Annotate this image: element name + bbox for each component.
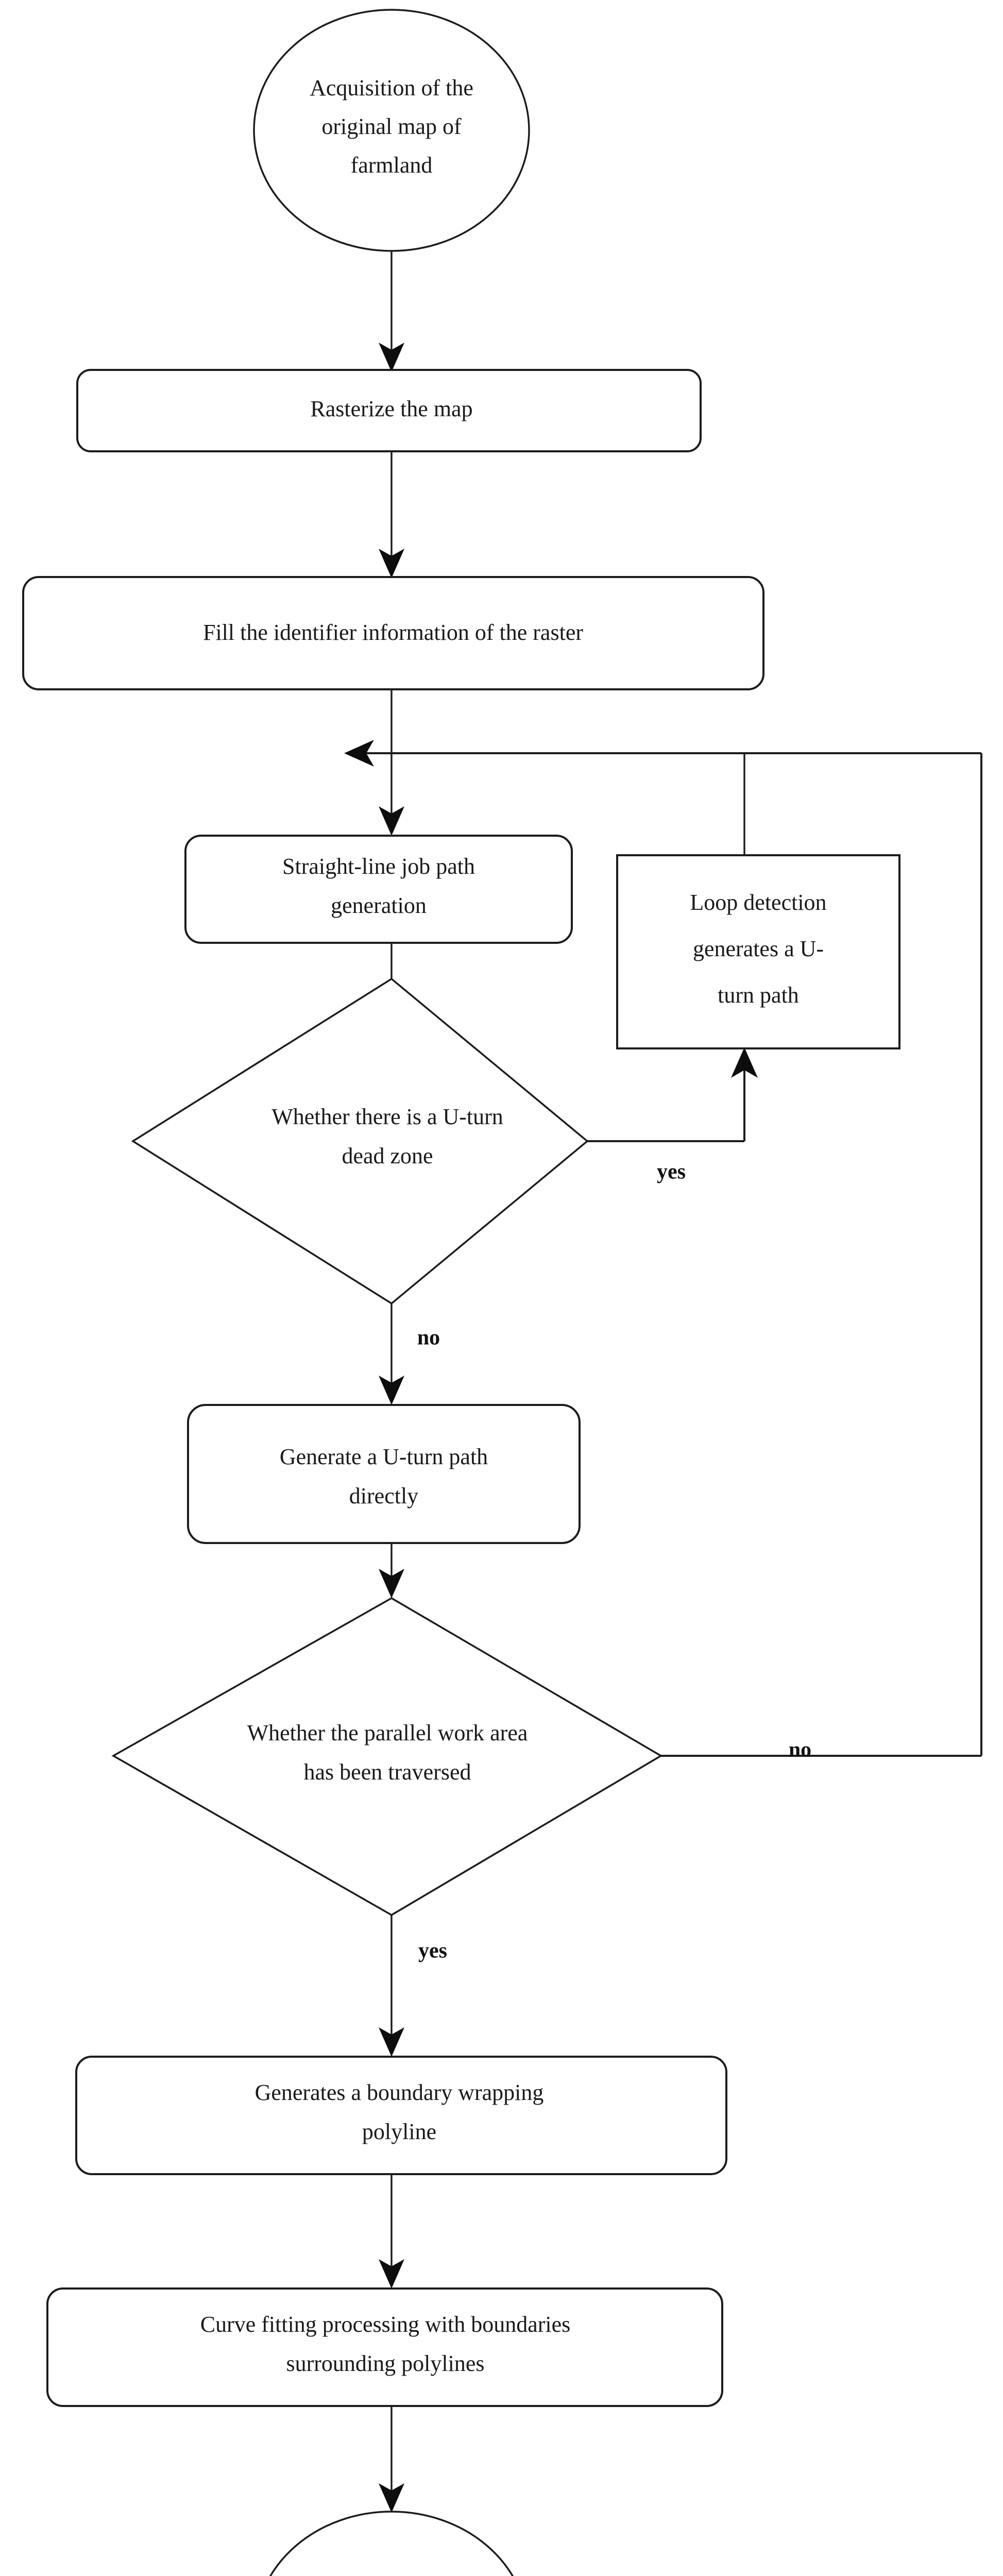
connector-decision1-no-to-generate <box>379 1303 404 1405</box>
node-decision-traversed[interactable]: Whether the parallel work area has been … <box>111 1597 663 1917</box>
node-decision-deadzone[interactable]: Whether there is a U-turn dead zone <box>131 977 589 1305</box>
edge-label-traversed-no: no <box>789 1738 811 1762</box>
node-loop-detection[interactable]: Loop detection generates a U- turn path <box>616 854 900 1049</box>
edge-label-traversed-yes: yes <box>418 1939 447 1963</box>
connector-start-to-rasterize <box>379 251 404 372</box>
connector-generate-to-decision2 <box>379 1543 404 1598</box>
node-loop-detection-line-3: turn path <box>718 982 799 1008</box>
node-decision-traversed-line-2: has been traversed <box>304 1759 471 1785</box>
node-curve-fitting-line-2: surrounding polylines <box>286 2351 485 2376</box>
node-start[interactable]: Acquisition of the original map of farml… <box>253 9 530 252</box>
node-loop-detection-line-1: Loop detection <box>690 890 826 915</box>
node-curve-fitting-line-1: Curve fitting processing with boundaries <box>200 2312 571 2337</box>
connector-loopback-rail <box>344 740 981 767</box>
node-boundary-polyline[interactable]: Generates a boundary wrapping polyline <box>75 2056 727 2175</box>
node-generate-uturn-line-1: Generate a U-turn path <box>280 1444 488 1469</box>
node-boundary-polyline-line-1: Generates a boundary wrapping <box>255 2080 544 2105</box>
edge-label-deadzone-no: no <box>417 1326 440 1350</box>
edge-label-deadzone-yes: yes <box>657 1160 686 1184</box>
node-rasterize-label: Rasterize the map <box>310 396 472 421</box>
node-decision-deadzone-line-2: dead zone <box>342 1143 433 1168</box>
connector-curvefit-to-end <box>379 2398 404 2513</box>
node-end[interactable]: Generate a complete path plan <box>255 2511 528 2576</box>
node-fill-identifier[interactable]: Fill the identifier information of the r… <box>22 576 764 690</box>
connector-decision2-yes-to-boundary <box>379 1915 404 2057</box>
node-loop-detection-line-2: generates a U- <box>693 936 824 961</box>
connector-merge-to-straightline <box>379 753 404 836</box>
node-straight-line-generation[interactable]: Straight-line job path generation <box>184 835 573 944</box>
node-generate-uturn-line-2: directly <box>349 1483 418 1509</box>
node-start-line-2: original map of <box>321 114 462 139</box>
connector-decision1-yes-to-loopdetection <box>587 1047 758 1142</box>
node-fill-identifier-label: Fill the identifier information of the r… <box>203 620 583 645</box>
connector-decision2-no-to-rail <box>661 753 982 1757</box>
node-decision-deadzone-line-1: Whether there is a U-turn <box>271 1104 503 1129</box>
node-straight-line-line-1: Straight-line job path <box>282 854 475 879</box>
node-boundary-polyline-line-2: polyline <box>362 2119 436 2144</box>
node-start-line-3: farmland <box>351 152 433 178</box>
node-rasterize[interactable]: Rasterize the map <box>76 369 702 452</box>
node-start-line-1: Acquisition of the <box>310 75 473 100</box>
node-straight-line-line-2: generation <box>331 893 427 918</box>
node-curve-fitting[interactable]: Curve fitting processing with boundaries… <box>46 2287 723 2407</box>
node-decision-traversed-line-1: Whether the parallel work area <box>247 1720 528 1745</box>
node-generate-uturn[interactable]: Generate a U-turn path directly <box>187 1404 581 1544</box>
connector-rasterize-to-fill <box>379 451 404 578</box>
